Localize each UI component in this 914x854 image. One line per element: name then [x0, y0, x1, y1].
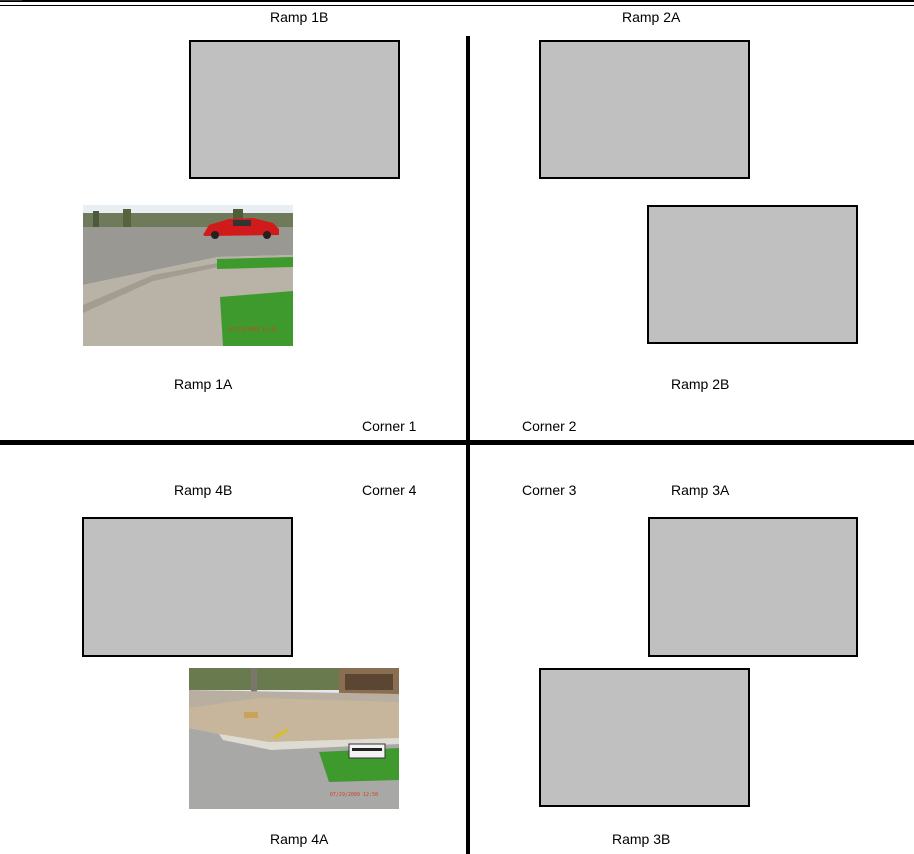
photo-4a-timestamp: 07/29/2009 12:50	[330, 792, 378, 798]
label-ramp-4b: Ramp 4B	[174, 482, 232, 498]
label-ramp-1b: Ramp 1B	[270, 9, 328, 25]
label-ramp-4a: Ramp 4A	[270, 831, 328, 847]
header-rule-top	[0, 0, 914, 2]
label-corner-4: Corner 4	[362, 482, 416, 498]
horizontal-street-line	[0, 440, 914, 445]
photo-placeholder-ramp-4b	[82, 517, 293, 657]
photo-placeholder-ramp-3b	[539, 668, 750, 807]
photo-placeholder-ramp-2a	[539, 40, 750, 179]
label-corner-1: Corner 1	[362, 418, 416, 434]
photo-placeholder-ramp-2b	[647, 205, 858, 344]
label-ramp-3b: Ramp 3B	[612, 831, 670, 847]
vertical-street-line	[466, 36, 470, 854]
photo-1a-timestamp: 07/29/2009 12:45	[229, 327, 277, 333]
header-rule-bottom	[0, 5, 914, 6]
photo-ramp-1a: 07/29/2009 12:45	[83, 205, 293, 346]
header-mark	[0, 0, 22, 1]
photo-placeholder-ramp-3a	[648, 517, 858, 657]
label-corner-2: Corner 2	[522, 418, 576, 434]
label-ramp-1a: Ramp 1A	[174, 376, 232, 392]
label-corner-3: Corner 3	[522, 482, 576, 498]
label-ramp-3a: Ramp 3A	[671, 482, 729, 498]
label-ramp-2b: Ramp 2B	[671, 376, 729, 392]
photo-placeholder-ramp-1b	[189, 40, 400, 179]
photo-ramp-4a: 07/29/2009 12:50	[189, 668, 399, 809]
label-ramp-2a: Ramp 2A	[622, 9, 680, 25]
